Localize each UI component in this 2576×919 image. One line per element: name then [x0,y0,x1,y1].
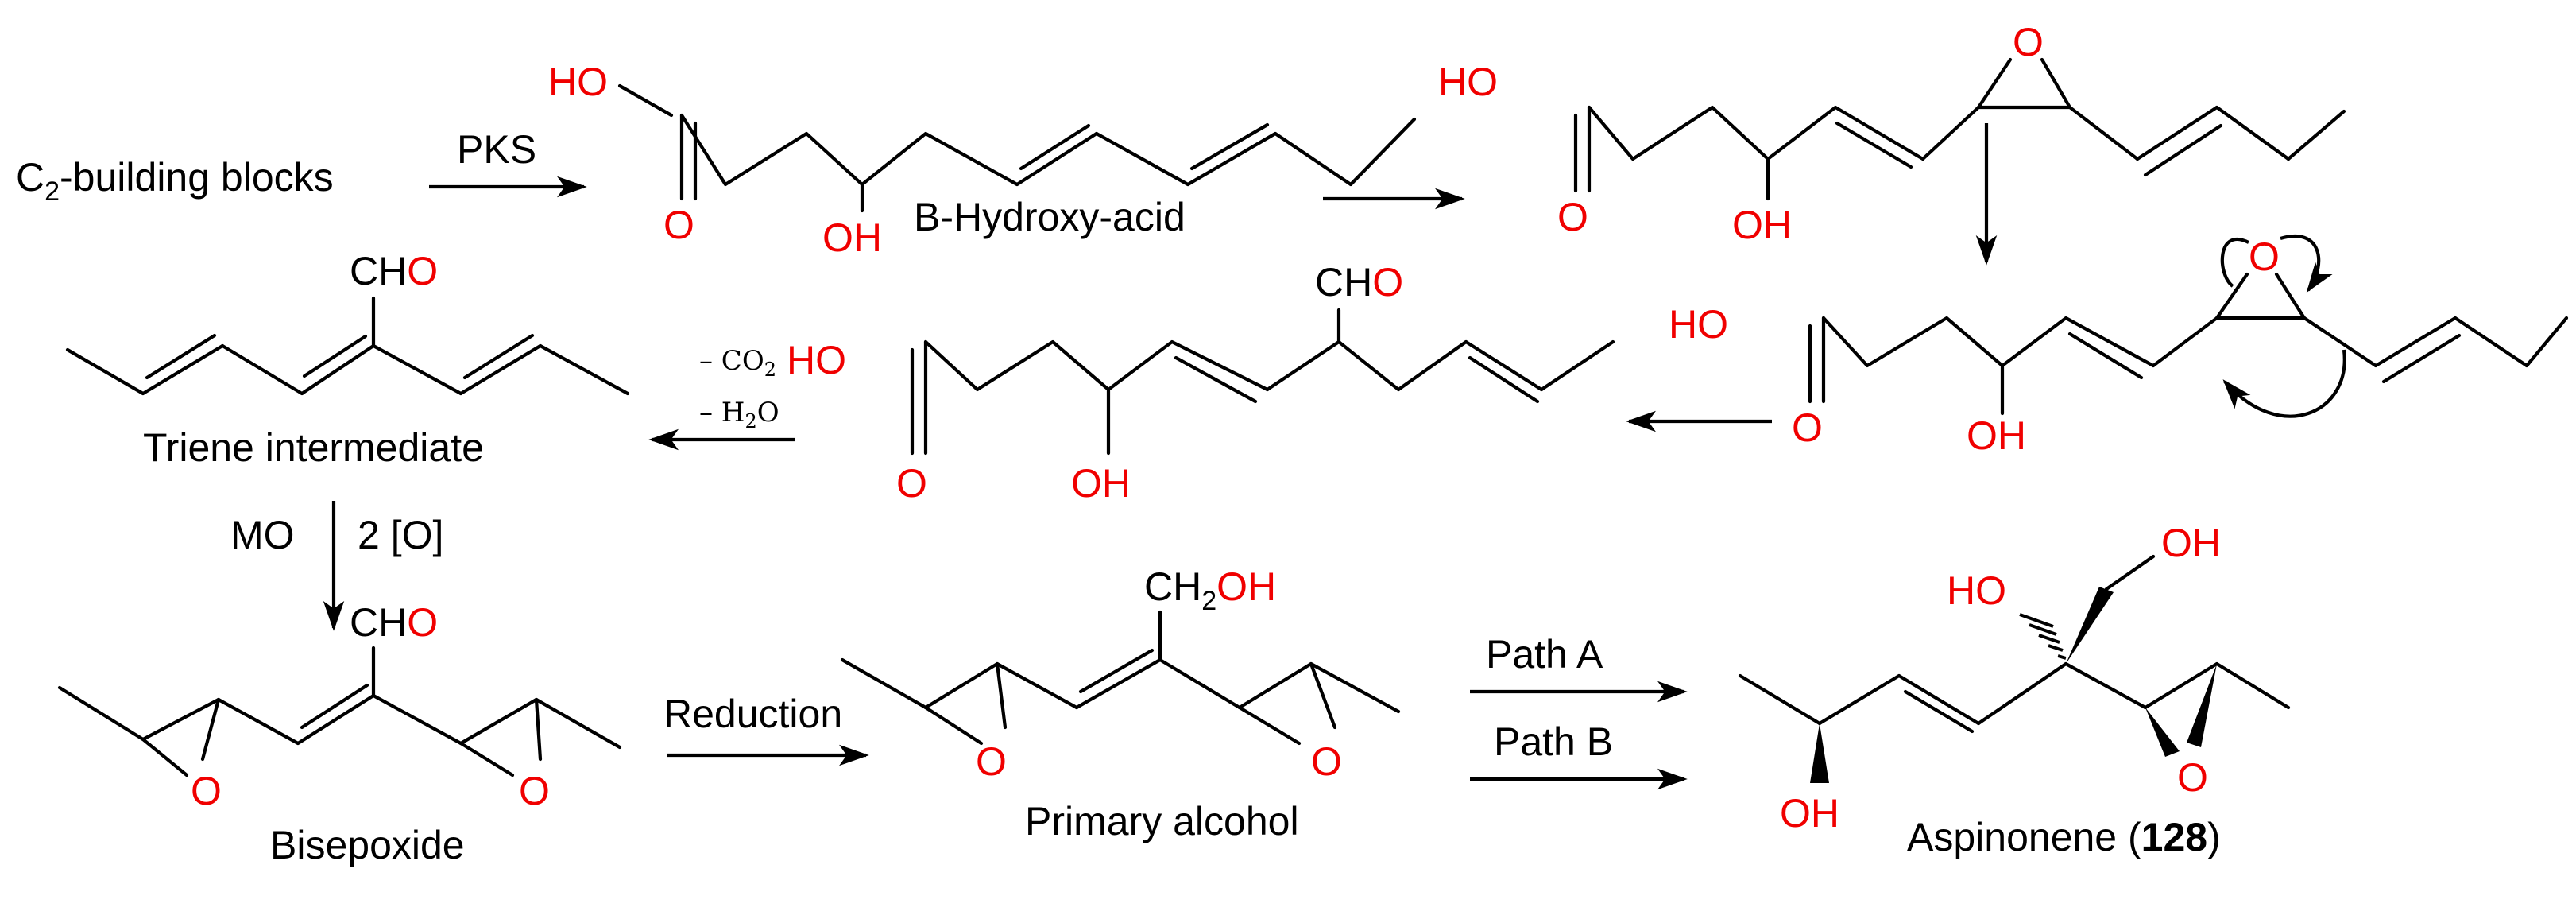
aspinonene-label: Aspinonene (128) [1907,815,2221,859]
primary-alcohol-ch2oh: CH2OH [1144,564,1276,616]
aspinonene-oh-top: OH [2161,521,2221,565]
hydroxy-acid-ho: HO [548,60,608,104]
epoxide-acid-o-epoxide: O [2013,20,2044,64]
two-o-label: 2 [O] [358,513,443,557]
rearrangement-oh: OH [1967,413,2026,458]
minus-co2-label: – CO2 [699,345,776,381]
bisepoxide-structure [57,646,622,777]
aspinonene-structure [1738,554,2291,783]
rearrangement-ho: HO [1669,302,1728,347]
triene-structure [65,296,630,396]
building-blocks-label: C2-building blocks [16,155,334,207]
mo-label: MO [230,513,295,557]
aldehyde-acid-cho: CHO [1315,260,1403,304]
aldehyde-acid-o-carbonyl: O [896,461,927,506]
bisepoxide-cho: CHO [350,600,438,645]
path-a-label: Path A [1486,632,1603,677]
primary-alcohol-structure [840,610,1401,746]
epoxide-acid-structure [1573,57,2346,201]
aspinonene-oh-bottom: OH [1780,791,1839,836]
minus-h2o-label: – H2O [699,397,779,432]
triene-cho: CHO [350,249,438,293]
rearrangement-o-epoxide: O [2249,235,2280,279]
reduction-label: Reduction [663,692,842,736]
hydroxy-acid-label: B-Hydroxy-acid [914,195,1186,239]
triene-label: Triene intermediate [143,425,484,470]
aspinonene-ho-top: HO [1947,568,2006,613]
epoxide-rearrangement-structure [1808,235,2569,418]
hydroxy-acid-o: O [663,203,694,247]
bisepoxide-o-left: O [191,769,222,813]
hydroxy-acid-oh: OH [822,215,882,260]
epoxide-acid-o-carbonyl: O [1557,195,1588,239]
bisepoxide-label: Bisepoxide [270,823,465,867]
aldehyde-acid-oh: OH [1071,461,1131,506]
epoxide-acid-oh: OH [1732,203,1792,247]
primary-alcohol-o-left: O [976,739,1007,784]
aspinonene-o-epoxide: O [2177,755,2208,800]
primary-alcohol-label: Primary alcohol [1025,799,1299,843]
primary-alcohol-o-right: O [1311,739,1342,784]
aldehyde-acid-structure [910,308,1615,456]
epoxide-acid-ho: HO [1438,60,1498,104]
pks-label: PKS [457,127,536,172]
rearrangement-o-carbonyl: O [1792,405,1823,450]
aldehyde-acid-ho: HO [787,338,846,382]
beta-hydroxy-acid-structure [679,113,1417,213]
path-b-label: Path B [1494,719,1613,764]
bisepoxide-o-right: O [519,769,550,813]
